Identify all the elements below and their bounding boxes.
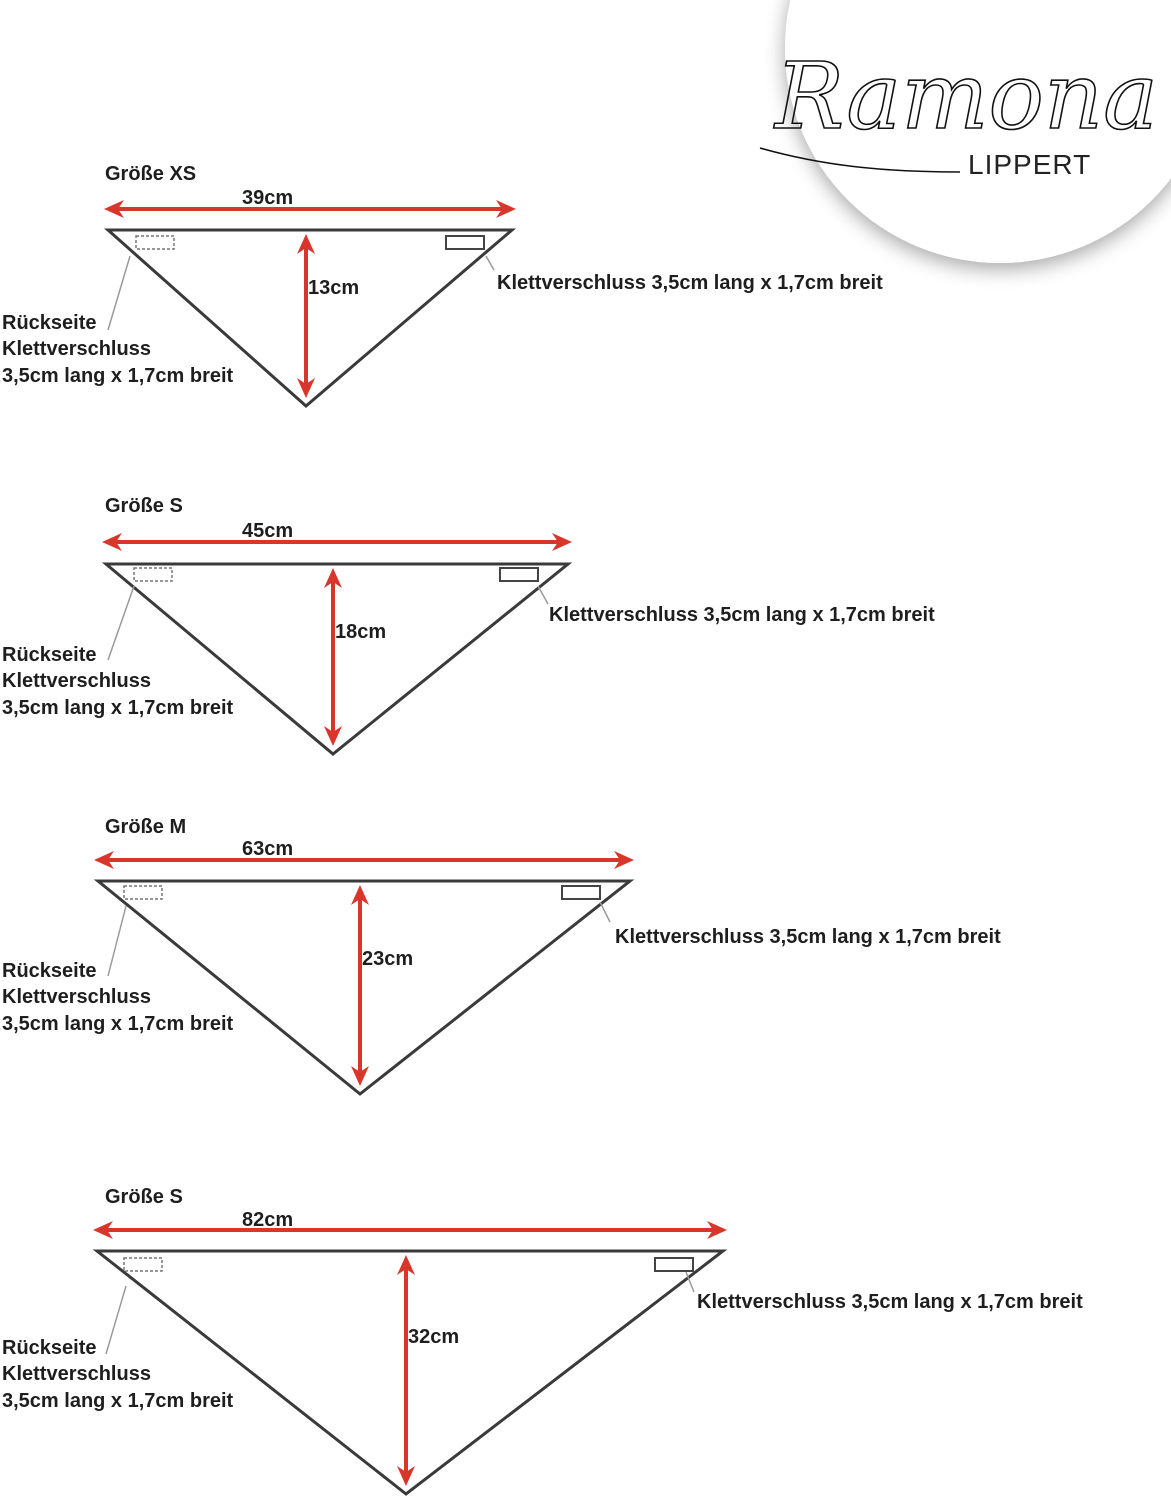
front-velcro-note: Klettverschluss 3,5cm lang x 1,7cm breit	[615, 926, 1001, 948]
height-label: 32cm	[408, 1326, 459, 1348]
width-arrow-head-right	[552, 533, 572, 551]
back-velcro-note-line: Rückseite	[2, 312, 97, 334]
width-arrow-head-right	[614, 851, 634, 869]
back-velcro-note-line: Rückseite	[2, 1337, 97, 1359]
back-velcro-note-line: Rückseite	[2, 644, 97, 666]
back-note-leader	[107, 905, 127, 977]
logo-circle	[785, 0, 1171, 263]
width-arrow-head-left	[94, 851, 114, 869]
width-arrow-head-left	[104, 200, 124, 218]
velcro-back-patch	[133, 567, 173, 582]
logo-sub-text: LIPPERT	[968, 149, 1091, 180]
height-label: 18cm	[335, 621, 386, 643]
height-arrow-head-top	[324, 568, 342, 588]
height-arrow-head-top	[397, 1255, 415, 1275]
velcro-back-patch	[123, 885, 163, 900]
front-velcro-note: Klettverschluss 3,5cm lang x 1,7cm breit	[497, 272, 883, 294]
back-velcro-note-line: Klettverschluss	[2, 338, 151, 360]
front-velcro-note: Klettverschluss 3,5cm lang x 1,7cm breit	[697, 1291, 1083, 1313]
width-label: 39cm	[242, 187, 293, 209]
back-velcro-note-line: Klettverschluss	[2, 1363, 151, 1385]
back-velcro-note-line: Klettverschluss	[2, 986, 151, 1008]
width-label: 45cm	[242, 520, 293, 542]
back-velcro-note-line: 3,5cm lang x 1,7cm breit	[2, 365, 234, 387]
width-arrow-head-right	[496, 200, 516, 218]
triangle-outline	[92, 1249, 728, 1496]
width-label: 63cm	[242, 838, 293, 860]
triangle-outline	[101, 562, 573, 756]
back-velcro-note-line: Rückseite	[2, 960, 97, 982]
front-note-leader	[685, 1271, 695, 1293]
size-label: Größe S	[105, 495, 183, 517]
brand-logo: Ramona LIPPERT	[759, 0, 1171, 263]
back-velcro-note-line: 3,5cm lang x 1,7cm breit	[2, 1013, 234, 1035]
width-arrow-head-left	[93, 1221, 113, 1239]
back-velcro-note-line: 3,5cm lang x 1,7cm breit	[2, 1390, 234, 1412]
height-arrow-head-top	[297, 234, 315, 254]
width-arrow-head-right	[707, 1221, 727, 1239]
velcro-front-patch	[499, 567, 539, 582]
back-note-leader	[105, 1285, 127, 1355]
height-arrow-head-bottom	[324, 726, 342, 746]
height-arrow-head-bottom	[397, 1466, 415, 1486]
back-note-leader	[107, 585, 135, 661]
logo-flourish	[759, 147, 961, 173]
velcro-back-patch	[123, 1257, 163, 1272]
front-note-leader	[485, 255, 495, 271]
logo-script-text: Ramona	[773, 43, 1158, 150]
height-label: 23cm	[362, 948, 413, 970]
height-arrow-head-top	[351, 885, 369, 905]
front-note-leader	[599, 901, 611, 923]
size-label: Größe M	[105, 816, 186, 838]
back-velcro-note-line: Klettverschluss	[2, 670, 151, 692]
velcro-back-patch	[135, 235, 175, 250]
back-velcro-note-line: 3,5cm lang x 1,7cm breit	[2, 697, 234, 719]
width-label: 82cm	[242, 1209, 293, 1231]
height-label: 13cm	[308, 277, 359, 299]
size-label: Größe XS	[105, 163, 196, 185]
size-label: Größe S	[105, 1186, 183, 1208]
height-arrow-head-bottom	[297, 378, 315, 398]
velcro-front-patch	[445, 235, 485, 250]
width-arrow-head-left	[102, 533, 122, 551]
front-note-leader	[537, 585, 549, 605]
velcro-front-patch	[654, 1257, 694, 1272]
velcro-front-patch	[561, 885, 601, 900]
front-velcro-note: Klettverschluss 3,5cm lang x 1,7cm breit	[549, 604, 935, 626]
triangle-outline	[104, 228, 517, 408]
height-arrow-head-bottom	[351, 1066, 369, 1086]
back-note-leader	[107, 255, 131, 331]
triangle-outline	[93, 879, 635, 1096]
